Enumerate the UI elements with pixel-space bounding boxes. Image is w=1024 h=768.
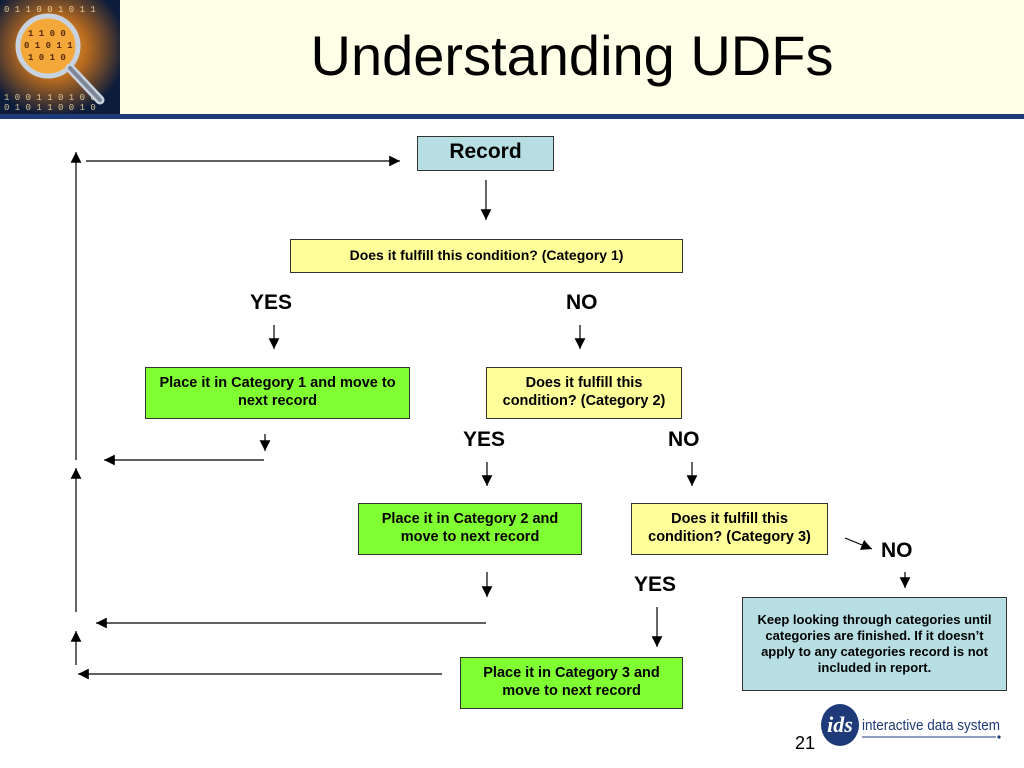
- svg-text:0 1 1 0 0 1 0 1 1: 0 1 1 0 0 1 0 1 1: [4, 5, 96, 15]
- slide-title: Understanding UDFs: [310, 24, 834, 87]
- cond3-no-arrow: [844, 537, 873, 550]
- category-1-condition: Does it fulfill this condition? (Categor…: [290, 239, 683, 273]
- cond2-no-label: NO: [668, 428, 700, 451]
- category-1-condition-text: Does it fulfill this condition? (Categor…: [349, 247, 624, 264]
- cond2-yes-label: YES: [463, 428, 506, 451]
- ids-logo-name: interactive data system: [862, 717, 1000, 734]
- ids-logo: ids interactive data system: [820, 703, 1010, 747]
- page-number: 21: [795, 733, 816, 753]
- fallback-note-text: Keep looking through categories until ca…: [757, 612, 992, 675]
- binary-magnifier-icon: 0 1 1 0 0 1 0 1 1 1 0 0 1 1 0 1 0 0 0 1 …: [0, 0, 120, 114]
- category-1-action-text: Place it in Category 1 and move to next …: [159, 375, 396, 409]
- category-2-action: Place it in Category 2 and move to next …: [358, 503, 582, 555]
- svg-text:1 0 0 1 1 0 1 0 0: 1 0 0 1 1 0 1 0 0: [4, 93, 96, 103]
- category-3-action: Place it in Category 3 and move to next …: [460, 657, 683, 709]
- svg-text:1 1 0 0: 1 1 0 0: [28, 29, 66, 39]
- cond3-yes-label: YES: [634, 573, 677, 596]
- fallback-note: Keep looking through categories until ca…: [742, 597, 1007, 691]
- category-1-action: Place it in Category 1 and move to next …: [145, 367, 410, 419]
- cond1-yes-label: YES: [250, 291, 293, 314]
- record-node: Record: [417, 136, 554, 171]
- category-3-action-text: Place it in Category 3 and move to next …: [483, 665, 660, 699]
- category-3-condition: Does it fulfill this condition? (Categor…: [631, 503, 828, 555]
- svg-text:1 0 1 0: 1 0 1 0: [28, 53, 66, 63]
- header-divider: [0, 114, 1024, 119]
- cond1-no-label: NO: [566, 291, 598, 314]
- cond3-no-label: NO: [881, 539, 913, 562]
- svg-text:0 1 0 1 1: 0 1 0 1 1: [24, 41, 73, 51]
- category-2-condition-text: Does it fulfill this condition? (Categor…: [502, 375, 666, 409]
- svg-text:0 1 0 1 1 0 0 1 0: 0 1 0 1 1 0 0 1 0: [4, 103, 96, 113]
- category-3-condition-text: Does it fulfill this condition? (Categor…: [648, 511, 811, 545]
- slide-header: 0 1 1 0 0 1 0 1 1 1 0 0 1 1 0 1 0 0 0 1 …: [0, 0, 1024, 114]
- record-label: Record: [449, 140, 522, 163]
- category-2-action-text: Place it in Category 2 and move to next …: [381, 511, 559, 545]
- ids-logo-mark: ids: [827, 712, 853, 737]
- category-2-condition: Does it fulfill this condition? (Categor…: [486, 367, 682, 419]
